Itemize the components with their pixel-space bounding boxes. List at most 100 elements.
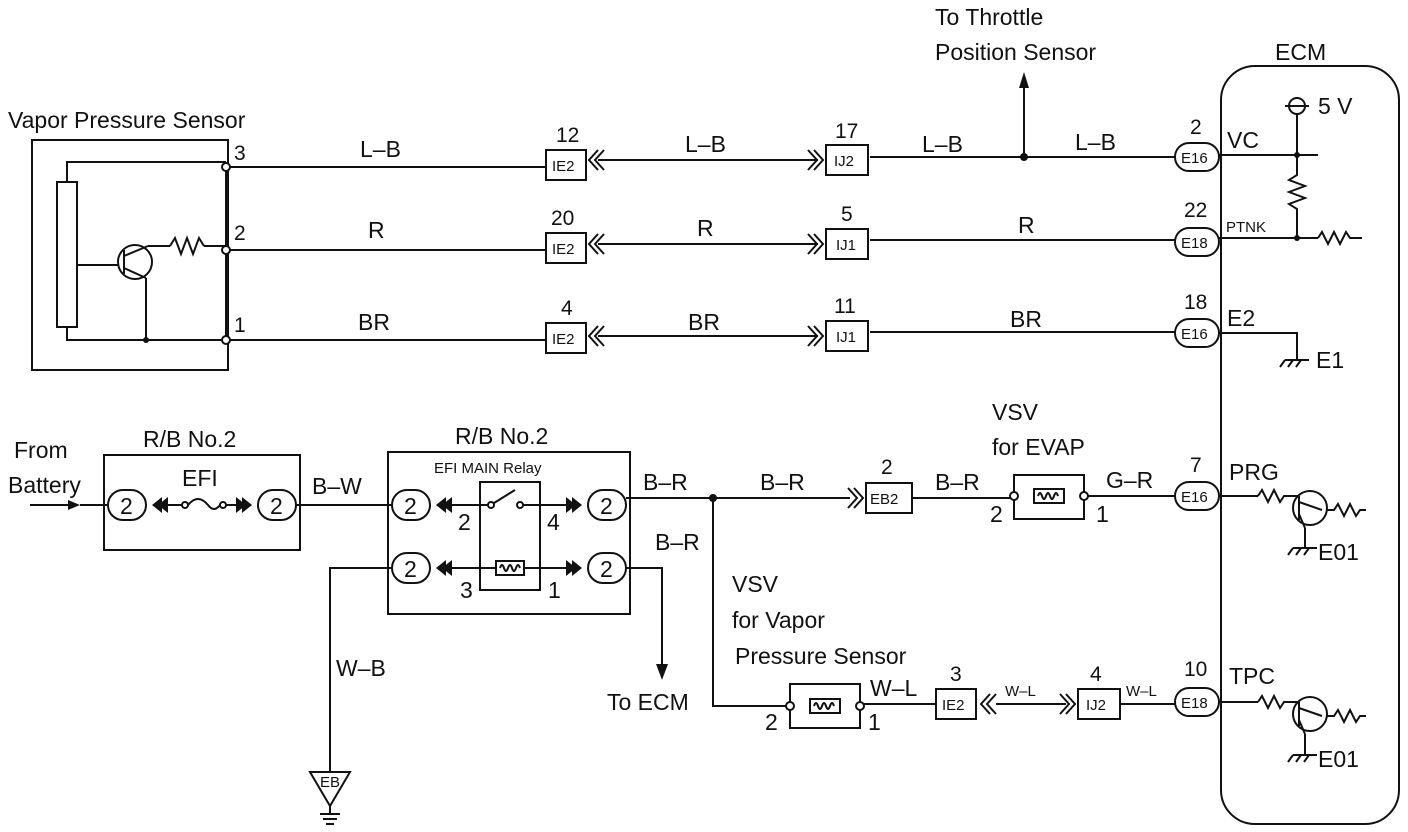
vsv-vapor-title-1: VSV: [732, 571, 779, 597]
relay-right-top-label: 2: [600, 493, 613, 519]
relay-left-bottom-label: 2: [404, 556, 417, 582]
from-battery-line1: From: [14, 437, 68, 463]
ecm-connector-e16-vc-label: E16: [1181, 150, 1208, 167]
wire-row-br: [230, 331, 1175, 341]
wire-wb: [329, 567, 392, 772]
ecm-title: ECM: [1275, 39, 1326, 65]
wire-br-main: [626, 494, 850, 707]
ecm-terminal-e2: E2: [1227, 305, 1255, 331]
connector-ij1-11: [807, 320, 869, 352]
ecm-connector-e16-e2-label: E16: [1181, 326, 1208, 343]
efi-fuse-label: EFI: [182, 465, 218, 491]
relay-pin-2: 2: [458, 509, 471, 535]
vsv-evap: [1009, 474, 1175, 520]
throttle-label-line2: Position Sensor: [935, 39, 1096, 65]
relay-block-2: [387, 451, 631, 615]
pin-ij2-4: 4: [1090, 663, 1102, 686]
ecm-terminal-e01b: E01: [1318, 746, 1359, 772]
connector-ie2-12-label: IE2: [552, 158, 575, 175]
vsv-evap-title-2: for EVAP: [992, 434, 1085, 460]
connector-ie2-4: [545, 322, 605, 354]
ground-eb-label: EB: [320, 774, 340, 791]
ecm-terminal-prg: PRG: [1229, 459, 1279, 485]
pin-ecm-7: 7: [1190, 454, 1202, 477]
relay-title: EFI MAIN Relay: [434, 460, 542, 477]
sensor-pin-3: 3: [234, 142, 246, 165]
wire-label-bw: B–W: [312, 473, 362, 499]
wire-row-r: [230, 239, 1175, 251]
wire-label-gr: G–R: [1106, 467, 1153, 493]
wire-label-br-red-1: B–R: [643, 469, 688, 495]
connector-ij2-4-label: IJ2: [1086, 697, 1106, 714]
connector-eb2-label: EB2: [870, 491, 898, 508]
wire-label-lb-2: L–B: [685, 131, 726, 157]
relay-pin-4: 4: [547, 509, 560, 535]
connector-ij1-5-label: IJ1: [836, 237, 856, 254]
connector-eb2: [847, 482, 1014, 514]
pin-ie2-12: 12: [556, 124, 579, 147]
throttle-arrow: [1019, 72, 1029, 157]
pin-ecm-10: 10: [1184, 658, 1207, 681]
ecm-connector-e18-ptnk: [1174, 227, 1220, 257]
vsv-vapor-pin-1: 1: [868, 709, 881, 735]
wire-label-r-1: R: [368, 217, 385, 243]
wire-label-br-red-4: B–R: [935, 469, 980, 495]
connector-ij1-5: [807, 228, 869, 260]
ecm-connector-e16-prg-label: E16: [1181, 489, 1208, 506]
vsv-evap-title-1: VSV: [992, 399, 1039, 425]
ecm-terminal-vc: VC: [1227, 127, 1259, 153]
ecm-connector-e18-tpc-label: E18: [1181, 695, 1208, 712]
connector-ie2-3-label: IE2: [942, 697, 965, 714]
from-battery-line2: Battery: [8, 472, 81, 498]
wire-label-br-red-3: B–R: [655, 529, 700, 555]
throttle-label-line1: To Throttle: [935, 4, 1043, 30]
connector-ij2-17: [807, 144, 869, 176]
vsv-evap-pin-1: 1: [1096, 501, 1109, 527]
pin-ie2-20: 20: [551, 207, 574, 230]
pin-ecm-2: 2: [1190, 116, 1202, 139]
pin-ie2-3: 3: [950, 663, 962, 686]
connector-ij2-17-label: IJ2: [834, 153, 854, 170]
wire-row-lb: [230, 153, 1175, 168]
vsv-vapor-pin-2: 2: [765, 709, 778, 735]
wire-label-lb-1: L–B: [360, 136, 401, 162]
vsv-evap-pin-2: 2: [990, 501, 1003, 527]
wire-label-wl-3: W–L: [1126, 683, 1157, 700]
ecm-5v-label: 5 V: [1318, 93, 1353, 119]
pin-ij2-17: 17: [835, 120, 858, 143]
to-ecm-label: To ECM: [607, 689, 689, 715]
relay-right-bottom-label: 2: [600, 556, 613, 582]
wire-label-br-2: BR: [688, 309, 720, 335]
ecm-terminal-ptnk: PTNK: [1226, 219, 1266, 236]
relay-pin-1: 1: [548, 577, 561, 603]
vsv-vapor: [785, 683, 936, 729]
wire-label-wl-2: W–L: [1005, 683, 1036, 700]
pin-ij1-11: 11: [834, 295, 856, 318]
connector-ie2-3: [935, 688, 1066, 720]
connector-ie2-12: [545, 149, 605, 181]
ecm-box: [1220, 65, 1400, 825]
wire-label-r-3: R: [1018, 212, 1035, 238]
pin-ecm-18: 18: [1184, 291, 1207, 314]
vapor-sensor-title: Vapor Pressure Sensor: [8, 107, 246, 133]
rb2-title: R/B No.2: [455, 423, 548, 449]
connector-ie2-4-label: IE2: [552, 331, 575, 348]
ecm-internal-circuit: [1219, 97, 1366, 763]
connector-ie2-20-label: IE2: [552, 241, 575, 258]
wire-label-br-3: BR: [1010, 306, 1042, 332]
pin-eb2-2: 2: [881, 456, 893, 479]
connector-ij2-4: [1059, 688, 1175, 720]
rb1-fuse-right-label: 2: [270, 493, 283, 519]
ecm-terminal-e01a: E01: [1318, 539, 1359, 565]
sensor-pin-1: 1: [234, 314, 246, 337]
pin-ecm-22: 22: [1184, 199, 1207, 222]
ecm-terminal-tpc: TPC: [1229, 663, 1275, 689]
connector-ie2-20: [545, 232, 605, 264]
wire-label-lb-3: L–B: [922, 131, 963, 157]
vapor-pressure-sensor: [31, 139, 231, 371]
wire-label-r-2: R: [697, 215, 714, 241]
ecm-connector-e18-ptnk-label: E18: [1181, 235, 1208, 252]
wire-label-lb-4: L–B: [1075, 129, 1116, 155]
wire-label-br-1: BR: [358, 309, 390, 335]
relay-pin-3: 3: [460, 577, 473, 603]
